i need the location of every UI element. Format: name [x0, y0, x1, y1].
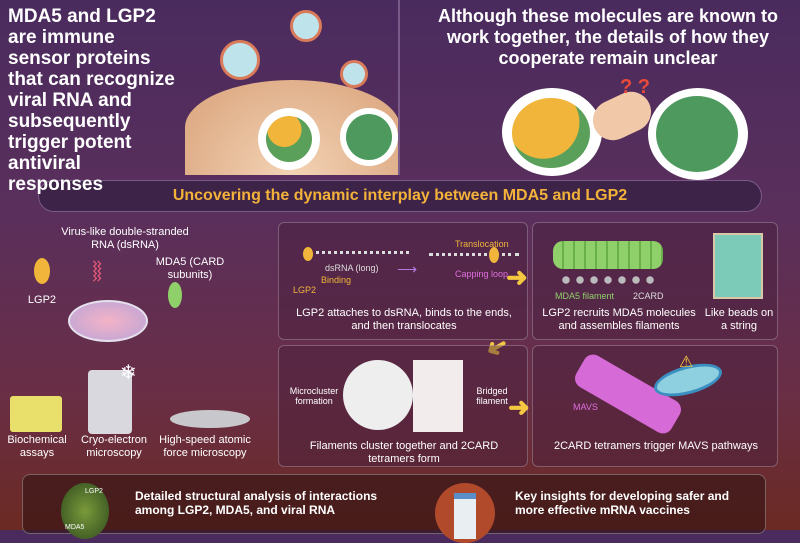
divider [398, 0, 400, 175]
beads-on-string-image [713, 233, 763, 299]
lgp2-icon [34, 258, 50, 284]
virus-icon [220, 40, 260, 80]
mda5-protein-illustration [648, 88, 748, 180]
lgp2-protein-illustration [502, 88, 602, 176]
lgp2-label: LGP2 [293, 285, 317, 295]
bridged-filament-label: Bridged filament [476, 386, 508, 406]
headline-left: MDA5 and LGP2 are immune sensor proteins… [8, 6, 175, 195]
mda5-tag: MDA5 [65, 524, 85, 531]
assay-plate-icon [10, 396, 62, 432]
dsrna-strand [429, 253, 519, 256]
method-label: Biochemical assays [7, 434, 67, 459]
panel-caption: LGP2 attaches to dsRNA, binds to the end… [296, 307, 512, 332]
mda5-filament-icon [553, 241, 663, 269]
arrow-icon: ⟶ [397, 261, 418, 277]
panel-mda5-filament: MDA5 filament 2CARD LGP2 recruits MDA5 m… [532, 222, 778, 340]
capping-loop-label: Capping loop [455, 269, 509, 279]
headline-right: Although these molecules are known to wo… [437, 6, 779, 68]
dsrna-label: Virus-like double-stranded RNA (dsRNA) [61, 226, 189, 251]
petri-dish-icon [68, 300, 148, 342]
structure-image: LGP2 MDA5 [61, 483, 109, 539]
cryo-em-icon [88, 370, 132, 434]
mda5-icon [168, 282, 182, 308]
conclusion-structural: Detailed structural analysis of interact… [135, 489, 378, 517]
conclusions-bar: LGP2 MDA5 Detailed structural analysis o… [22, 474, 766, 543]
panel-mavs: MAVS ⚠ 2CARD tetramers trigger MAVS path… [532, 345, 778, 467]
protein-mda5-illustration [340, 108, 398, 166]
lgp2-tag: LGP2 [85, 488, 103, 495]
method-label: High-speed atomic force microscopy [159, 434, 251, 459]
dsrna-strand [309, 251, 409, 254]
binding-label: Binding [321, 275, 352, 285]
method-label: Cryo-electron microscopy [80, 434, 148, 459]
bridged-filament-illustration [413, 360, 463, 432]
panel-caption: LGP2 recruits MDA5 molecules and assembl… [542, 307, 696, 332]
virus-icon [290, 10, 322, 42]
flow-arrow-icon: ➜ [506, 262, 528, 292]
mda5-filament-label: MDA5 filament [555, 291, 615, 301]
microcluster-label: Microcluster formation [289, 386, 339, 406]
panel-microcluster: Microcluster formation Bridged filament … [278, 345, 528, 467]
snowflake-icon: ❄ [120, 362, 137, 384]
card-domains-icon [559, 273, 659, 287]
warning-icon: ⚠ [679, 354, 694, 371]
protein-mda5-lgp2-illustration [258, 108, 320, 170]
dna-helix-icon: ⧚ [92, 255, 103, 288]
section-banner: Uncovering the dynamic interplay between… [38, 180, 762, 212]
mda5-label: MDA5 (CARD subunits) [155, 256, 225, 281]
beads-caption: Like beads on a string [704, 307, 774, 332]
microcluster-illustration [343, 360, 413, 430]
2card-label: 2CARD [633, 291, 664, 301]
lgp2-icon [303, 247, 313, 261]
panel-caption: Filaments cluster together and 2CARD tet… [309, 440, 499, 465]
afm-icon [170, 410, 250, 428]
lgp2-label: LGP2 [27, 294, 57, 306]
question-marks: ? ? [620, 76, 650, 98]
virus-icon [340, 60, 368, 88]
panel-lgp2-translocation: dsRNA (long) Binding LGP2 ⟶ Translocatio… [278, 222, 528, 340]
vaccine-vial-icon [435, 483, 495, 543]
lgp2-icon [489, 247, 499, 263]
flow-arrow-icon: ➜ [508, 392, 530, 422]
dsrna-label: dsRNA (long) [325, 263, 379, 273]
panel-caption: 2CARD tetramers trigger MAVS pathways [554, 440, 758, 452]
translocation-label: Translocation [455, 239, 509, 249]
mavs-label: MAVS [573, 402, 598, 412]
conclusion-vaccines: Key insights for developing safer and mo… [515, 489, 730, 517]
